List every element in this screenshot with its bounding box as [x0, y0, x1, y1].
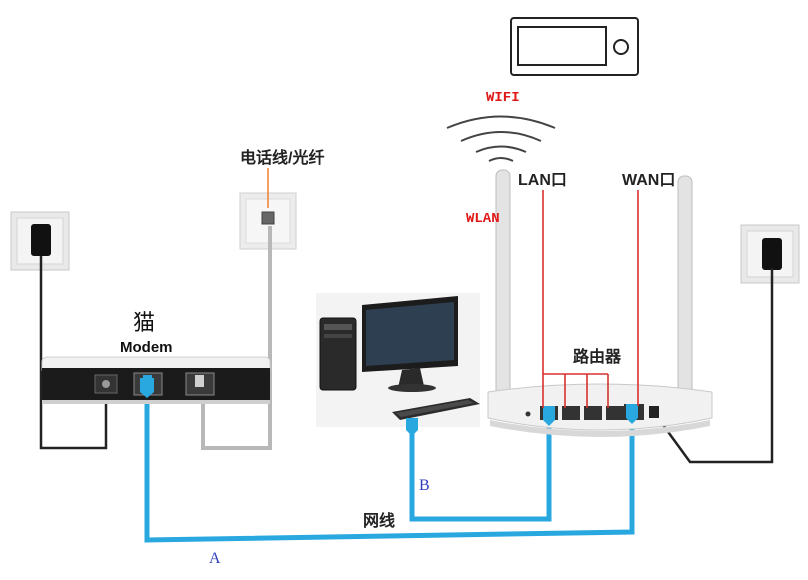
power-outlet-icon	[10, 211, 70, 271]
wifi-label: WIFI	[486, 90, 520, 106]
cable-a-label: A	[209, 550, 221, 567]
network-cable-label: 网线	[363, 511, 395, 530]
power-cable-left	[39, 256, 108, 450]
modem-icon	[41, 356, 271, 404]
phone-line	[201, 226, 272, 450]
wan-port-label: WAN口	[622, 172, 675, 189]
cat-label: 猫	[133, 311, 155, 336]
cable-a-router-plug	[626, 404, 638, 424]
modem-label: Modem	[120, 339, 173, 356]
wlan-label: WLAN	[466, 211, 500, 227]
tv-icon	[510, 17, 639, 76]
desktop-computer-icon	[316, 293, 480, 427]
router-label: 路由器	[573, 347, 622, 366]
router-icon	[487, 169, 713, 437]
power-cable-right	[656, 268, 774, 464]
cable-b-router-plug	[543, 406, 555, 426]
lan-port-label: LAN口	[518, 172, 567, 189]
cable-b-label: B	[419, 477, 430, 494]
network-cable-b	[409, 418, 552, 522]
cable-b-plug	[406, 418, 418, 436]
power-outlet-icon	[740, 224, 800, 284]
port-indicator-lines	[542, 190, 639, 408]
wifi-icon	[446, 115, 556, 162]
phone-fiber-label: 电话线/光纤	[240, 148, 324, 167]
network-cable-a	[144, 386, 635, 543]
cable-a-plug	[140, 378, 154, 398]
